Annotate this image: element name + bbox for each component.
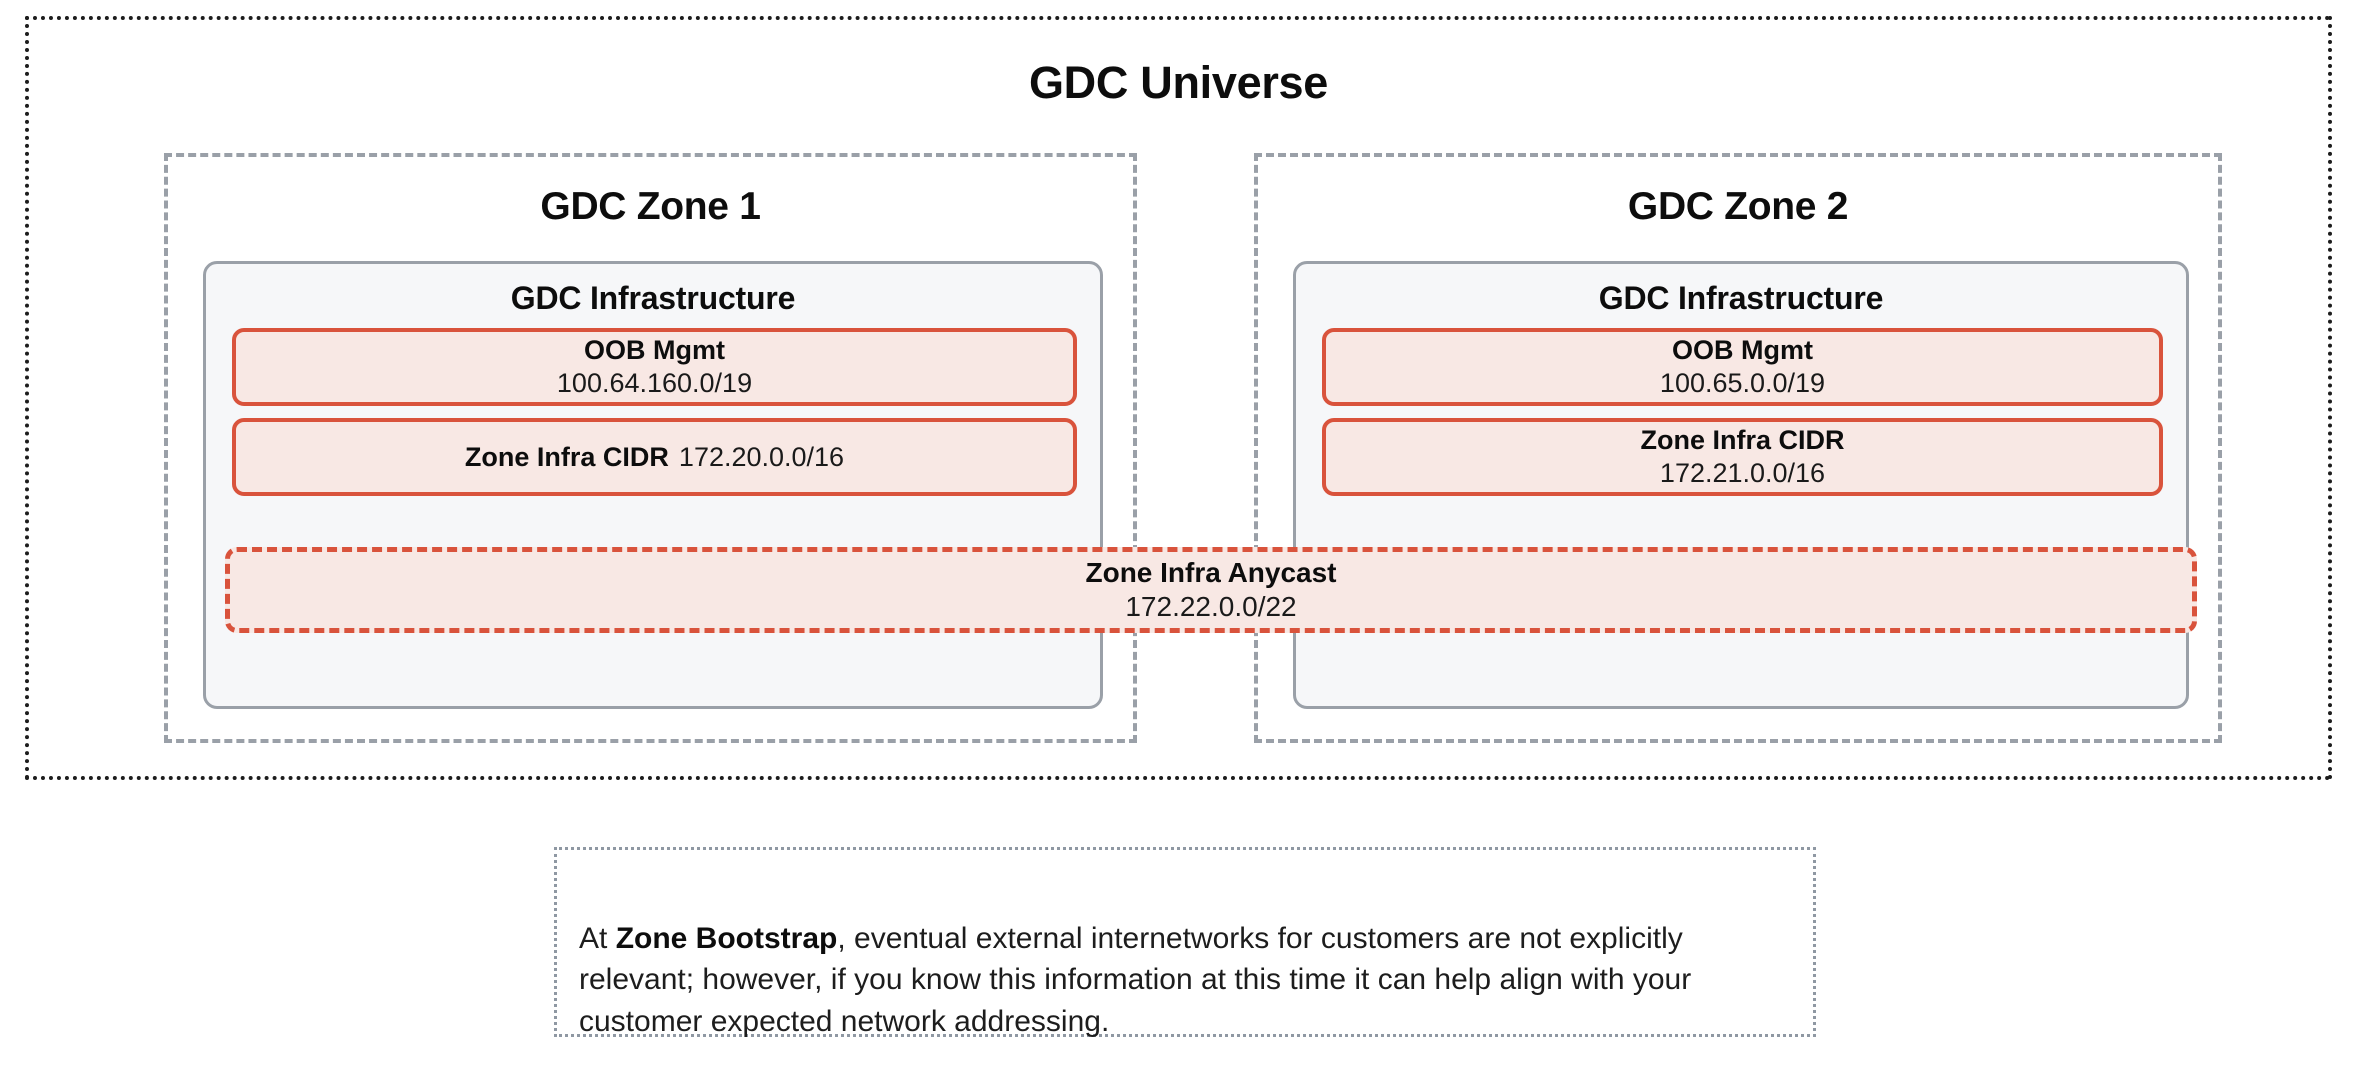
zone-2-infra-cidr-card: Zone Infra CIDR 172.21.0.0/16 xyxy=(1322,418,2163,496)
gdc-zone-1-container: GDC Zone 1 GDC Infrastructure OOB Mgmt 1… xyxy=(164,153,1137,743)
zone-infra-anycast-cidr: 172.22.0.0/22 xyxy=(1125,591,1297,622)
zone-1-oob-mgmt-label: OOB Mgmt xyxy=(584,335,725,366)
footnote-rest: , eventual external internetworks for cu… xyxy=(579,922,1692,1038)
footnote-lead: At xyxy=(579,922,616,955)
zone-2-oob-mgmt-card: OOB Mgmt 100.65.0.0/19 xyxy=(1322,328,2163,406)
zone-infra-anycast-card: Zone Infra Anycast 172.22.0.0/22 xyxy=(225,547,2197,633)
zone-infra-anycast-label: Zone Infra Anycast xyxy=(1085,556,1337,588)
zone-1-infra-cidr-card: Zone Infra CIDR 172.20.0.0/16 xyxy=(232,418,1077,496)
gdc-universe-container: GDC Universe GDC Zone 1 GDC Infrastructu… xyxy=(25,16,2332,780)
zone-1-infrastructure-panel: GDC Infrastructure OOB Mgmt 100.64.160.0… xyxy=(203,261,1103,709)
zone-2-title: GDC Zone 2 xyxy=(1627,185,1849,228)
zone-1-infrastructure-title: GDC Infrastructure xyxy=(510,280,796,316)
footnote-text: At Zone Bootstrap, eventual external int… xyxy=(579,918,1791,1042)
zone-1-infra-cidr-value: 172.20.0.0/16 xyxy=(678,441,845,472)
zone-1-title: GDC Zone 1 xyxy=(540,185,761,228)
footnote-emphasis: Zone Bootstrap xyxy=(615,922,838,955)
zone-1-infra-cidr-label: Zone Infra CIDR xyxy=(464,441,669,472)
zone-1-oob-mgmt-cidr: 100.64.160.0/19 xyxy=(556,368,753,398)
zone-2-infra-cidr-label: Zone Infra CIDR xyxy=(1640,425,1845,456)
zone-2-oob-mgmt-cidr: 100.65.0.0/19 xyxy=(1659,368,1826,398)
zone-2-oob-mgmt-label: OOB Mgmt xyxy=(1672,335,1813,366)
zone-1-oob-mgmt-card: OOB Mgmt 100.64.160.0/19 xyxy=(232,328,1077,406)
universe-title: GDC Universe xyxy=(1028,57,1328,108)
footnote-callout: At Zone Bootstrap, eventual external int… xyxy=(554,847,1816,1038)
zone-2-infrastructure-panel: GDC Infrastructure OOB Mgmt 100.65.0.0/1… xyxy=(1293,261,2189,709)
zone-2-infrastructure-title: GDC Infrastructure xyxy=(1598,280,1884,316)
gdc-zone-2-container: GDC Zone 2 GDC Infrastructure OOB Mgmt 1… xyxy=(1254,153,2222,743)
zone-2-infra-cidr-value: 172.21.0.0/16 xyxy=(1659,458,1826,488)
